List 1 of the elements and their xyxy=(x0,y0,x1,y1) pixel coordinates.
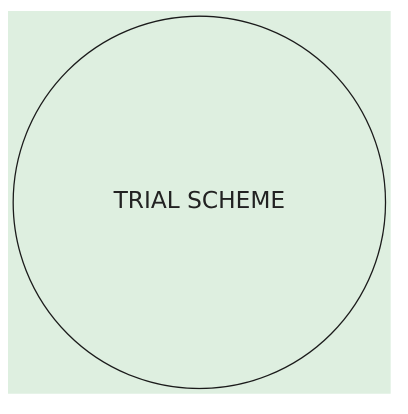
node-circle: TRIAL SCHEME xyxy=(12,16,386,390)
